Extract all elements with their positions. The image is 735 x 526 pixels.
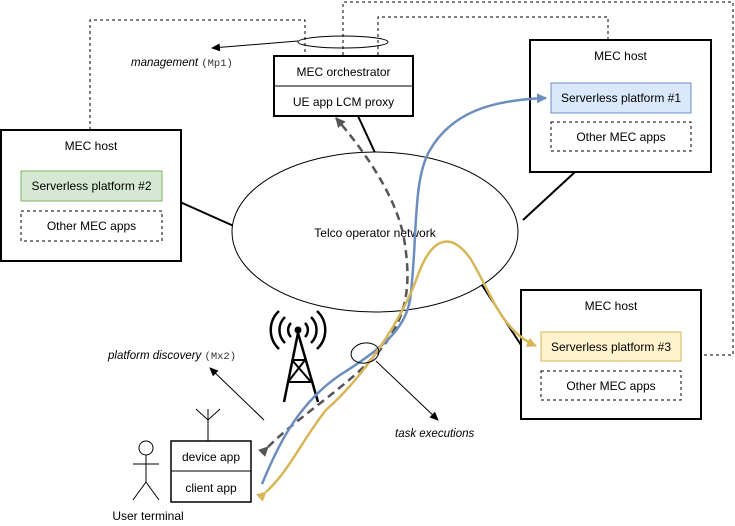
orchestrator-title: MEC orchestrator bbox=[296, 65, 390, 79]
host-1-title: MEC host bbox=[594, 49, 647, 63]
client-app-label: client app bbox=[185, 481, 237, 495]
host-2-title: MEC host bbox=[65, 139, 118, 153]
device-app-label: device app bbox=[182, 450, 240, 464]
management-links bbox=[89, 1, 734, 356]
platform-3-label: Serverless platform #3 bbox=[551, 340, 671, 354]
platform-2-label: Serverless platform #2 bbox=[31, 179, 151, 193]
serverless-platform-2 bbox=[20, 170, 163, 202]
serverless-platform-1 bbox=[550, 82, 692, 114]
tasks-annotation: task executions bbox=[350, 342, 475, 440]
antenna-tower-icon bbox=[269, 310, 327, 403]
user-stick-figure-icon bbox=[132, 440, 160, 501]
user-terminal: device app client app User terminal bbox=[112, 408, 252, 523]
mec-host-2: MEC host Serverless platform #2 Other ME… bbox=[0, 129, 182, 262]
user-terminal-label: User terminal bbox=[112, 509, 183, 523]
management-label: management (Mp1) bbox=[131, 57, 233, 70]
host-3-title: MEC host bbox=[585, 299, 638, 313]
serverless-platform-3 bbox=[540, 331, 682, 362]
management-annotation: management (Mp1) bbox=[131, 35, 389, 70]
mec-host-1: MEC host Serverless platform #1 Other ME… bbox=[529, 39, 712, 173]
lcm-proxy-label: UE app LCM proxy bbox=[293, 95, 394, 109]
task-flow-yellow bbox=[255, 240, 537, 502]
platform-1-label: Serverless platform #1 bbox=[561, 91, 681, 105]
discovery-annotation: platform discovery (Mx2) bbox=[107, 350, 265, 421]
terminal-antenna-icon bbox=[195, 408, 221, 441]
task-executions-label: task executions bbox=[395, 428, 475, 440]
host-1-other-apps: Other MEC apps bbox=[576, 130, 665, 144]
network-label: Telco operator network bbox=[314, 226, 436, 240]
host-3-other-apps: Other MEC apps bbox=[566, 379, 655, 393]
host-2-other-apps: Other MEC apps bbox=[47, 219, 136, 233]
discovery-label: platform discovery (Mx2) bbox=[107, 350, 236, 363]
mec-orchestrator: MEC orchestrator UE app LCM proxy bbox=[273, 55, 414, 117]
mec-host-3: MEC host Serverless platform #3 Other ME… bbox=[520, 289, 702, 420]
telco-network: Telco operator network bbox=[231, 151, 519, 313]
